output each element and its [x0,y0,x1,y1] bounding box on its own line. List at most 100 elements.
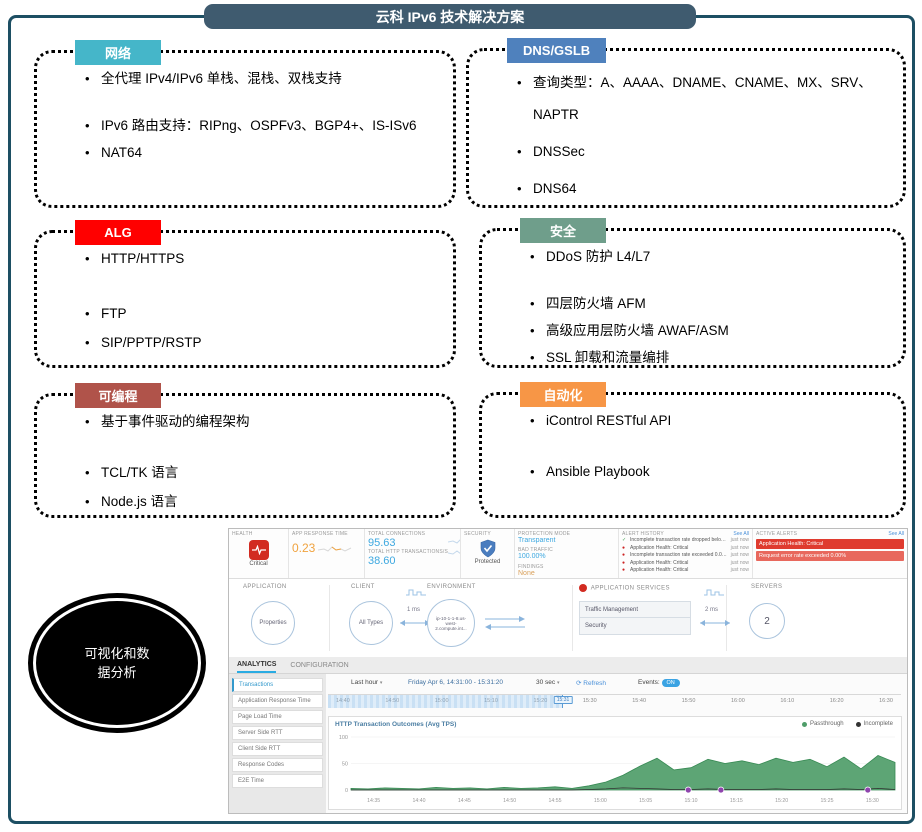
sparkline-icon [447,550,460,555]
sidebar-item-page-load-time[interactable]: Page Load Time [232,710,323,724]
protection-mode-value: Transparent [518,537,556,544]
events-toggle[interactable]: ON [661,679,680,687]
time-range-dropdown[interactable]: Last hour ▾ [351,679,383,686]
bullet-item: HTTP/HTTPS [81,249,439,270]
feature-badge-security: 安全 [520,218,606,243]
svg-text:14:45: 14:45 [458,798,471,804]
bad-traffic-label: BAD TRAFFIC [518,547,553,554]
tab-configuration[interactable]: CONFIGURATION [290,661,349,669]
events-label: Events: [638,679,660,686]
tps-chart-panel: HTTP Transaction Outcomes (Avg TPS) Pass… [328,716,902,810]
servers-node[interactable]: 2 [749,603,785,639]
active-alert-banner: Application Health: Critical [756,539,904,549]
refresh-button[interactable]: ⟳ Refresh [576,680,607,687]
latency-2-label: 2 ms [705,607,719,613]
total-transactions-value: 38.60 [368,555,396,567]
bullet-item: DNSSec [513,142,889,163]
application-services-panel: Traffic Management Security [579,601,691,635]
analytics-dashboard: HEALTH Critical APP RESPONSE TIME 0.23 [228,528,908,814]
sidebar-item-response-codes[interactable]: Response Codes [232,758,323,772]
alert-history-item: ● Incomplete transaction rate exceeded 0… [622,552,749,558]
security-status: Protected [474,559,501,565]
dashboard-tabs: ANALYTICS CONFIGURATION [229,657,907,674]
alert-status-icon: ✓ [622,537,627,543]
alert-status-icon: ● [622,559,626,566]
bullet-item: iControl RESTful API [526,411,889,432]
svg-text:14:55: 14:55 [549,798,562,804]
bullet-item: FTP [81,304,439,325]
svg-text:14:35: 14:35 [367,798,380,804]
bullet-item: 四层防火墙 AFM [526,294,889,315]
timeline-selection-end-handle[interactable]: 15:31 [553,696,573,704]
sidebar-item-e2e-time[interactable]: E2E Time [232,774,323,788]
analytics-sidebar: Transactions Application Response Time P… [229,674,326,813]
legend-dot-icon [855,721,861,727]
feature-box-automation: 自动化 iControl RESTful API Ansible Playboo… [479,382,906,518]
sidebar-item-client-side-rtt[interactable]: Client Side RTT [232,742,323,756]
tab-analytics[interactable]: ANALYTICS [237,657,277,673]
total-transactions-label: TOTAL HTTP TRANSACTIONS/S [368,549,449,555]
environment-node[interactable]: ip-10-1-1-8.us-west-2.compute.int... [427,599,475,647]
alert-history-see-all-link[interactable]: See All [733,531,749,537]
findings-label: FINDINGS [518,563,544,570]
chevron-down-icon: ▾ [556,680,560,686]
active-alerts-label: ACTIVE ALERTS [756,531,798,537]
active-alerts-section: ACTIVE ALERTS See All Application Health… [753,529,907,578]
health-status: Critical [249,561,268,567]
divider [726,585,727,651]
topology-band: APPLICATION Properties CLIENT All Types … [229,579,907,657]
services-column-label: APPLICATION SERVICES [579,584,670,592]
interval-dropdown[interactable]: 30 sec ▾ [536,679,560,686]
sparkline-icon [318,546,352,552]
bullet-item: TCL/TK 语言 [81,463,439,484]
timeline: 15:31 14:40 14:50 15:00 15:10 15:20 15:3… [328,694,901,708]
protection-section: PROTECTION MODE Transparent BAD TRAFFIC … [515,529,619,578]
svg-text:15:15: 15:15 [730,798,743,804]
response-time-value: 0.23 [292,541,316,555]
client-node[interactable]: All Types [349,601,393,645]
alert-status-icon: ● [622,567,626,573]
alert-history-item: ● Application Health: Critical just now [622,567,749,573]
bullet-item: Node.js 语言 [81,492,439,513]
visualization-callout: 可视化和数据分析 [28,593,206,733]
bullet-item: Ansible Playbook [526,462,889,483]
analytics-main: Last hour ▾ Friday Apr 6, 14:31:00 - 15:… [326,674,907,813]
sidebar-item-app-response-time[interactable]: Application Response Time [232,694,323,708]
sidebar-item-transactions[interactable]: Transactions [232,678,323,692]
feature-box-alg: ALG HTTP/HTTPS FTP SIP/PPTP/RSTP [34,220,456,368]
security-label: SECURITY [464,531,491,537]
svg-text:100: 100 [339,735,348,741]
sparkline-icon [447,539,460,544]
callout-text: 可视化和数据分析 [84,645,150,681]
application-node[interactable]: Properties [251,601,295,645]
latency-sparkline-icon [704,589,724,596]
health-pulse-icon [248,540,269,560]
refresh-icon: ⟳ [576,680,582,687]
service-row-traffic-management[interactable]: Traffic Management [580,602,690,618]
page-title: 云科 IPv6 技术解决方案 [204,4,696,29]
feature-box-security: 安全 DDoS 防护 L4/L7 四层防火墙 AFM 高级应用层防火墙 AWAF… [479,218,906,369]
bullet-item: SSL 卸载和流量编排 [526,348,889,369]
alert-history-item: ● Application Health: Critical just now [622,559,749,566]
legend-incomplete: Incomplete [855,721,893,727]
application-column-label: APPLICATION [243,584,287,590]
svg-text:15:20: 15:20 [775,798,788,804]
active-alert-banner: Request error rate exceeded 0.00% [756,551,904,561]
timeline-tick: 15:20 [534,698,548,704]
timeline-selection[interactable] [328,695,563,708]
svg-text:15:10: 15:10 [685,798,698,804]
sidebar-item-server-side-rtt[interactable]: Server Side RTT [232,726,323,740]
alert-status-icon: ● [622,552,626,558]
bullet-item: SIP/PPTP/RSTP [81,333,439,354]
legend-passthrough: Passthrough [801,721,844,727]
active-alerts-see-all-link[interactable]: See All [888,531,904,537]
service-row-security[interactable]: Security [580,618,690,634]
events-toggle-group: Events: ON [638,679,680,687]
bullet-item: DDoS 防护 L4/L7 [526,247,889,268]
bullet-item: DNS64 [513,179,889,200]
findings-value: None [518,569,535,577]
timeline-tick: 15:40 [632,698,647,704]
svg-text:15:30: 15:30 [866,798,879,804]
bullet-item: 查询类型：A、AAAA、DNAME、CNAME、MX、SRV、NAPTR [513,67,889,132]
